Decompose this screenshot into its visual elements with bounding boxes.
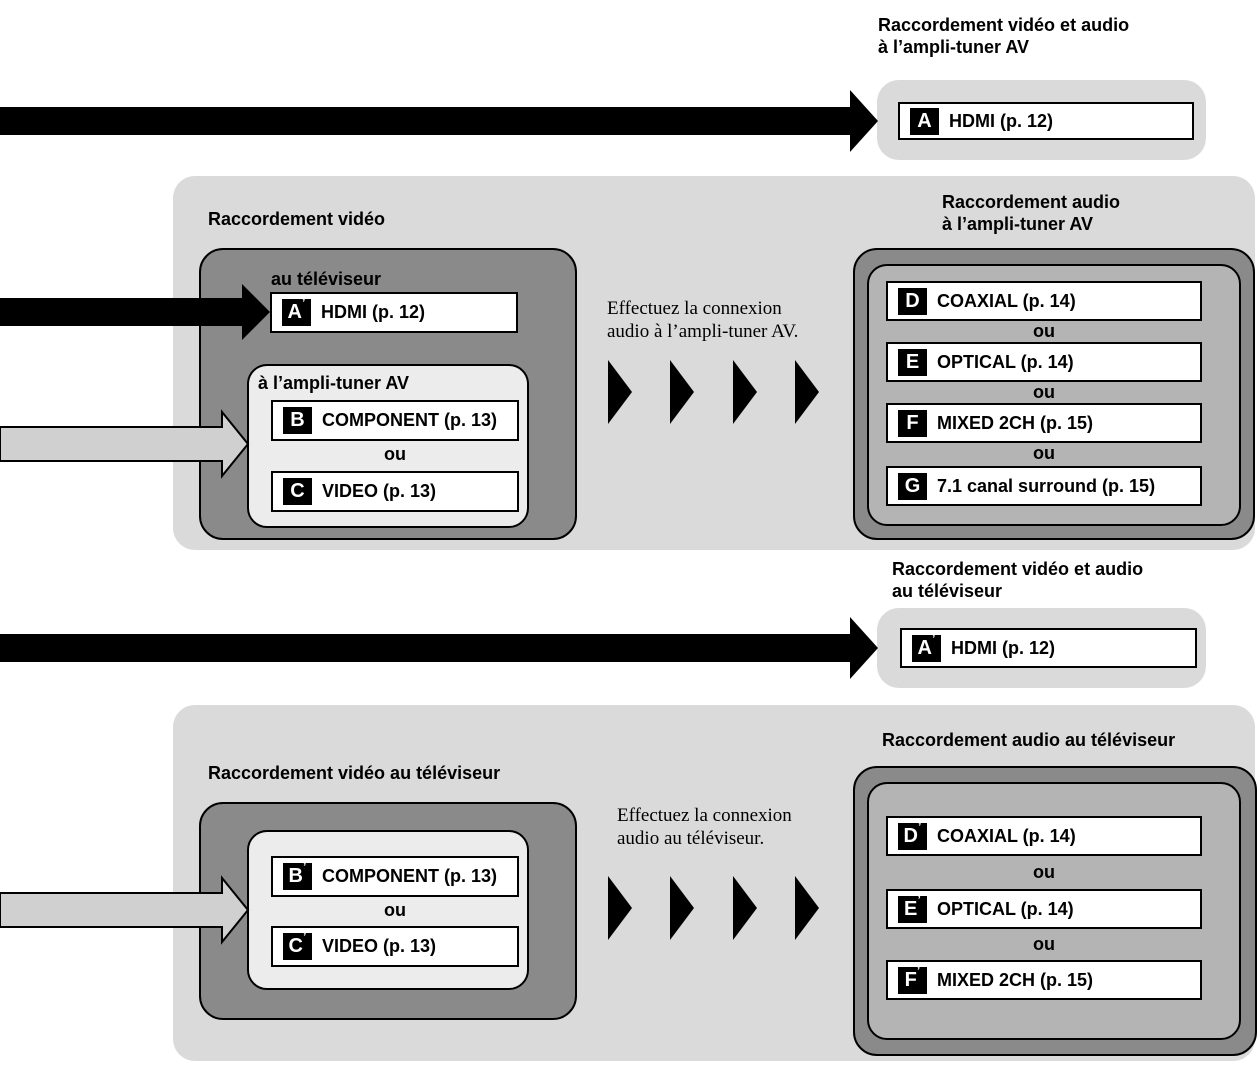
audio-item-coaxial-prime-badge: D’ [898, 820, 927, 850]
audio-ou-3: ou [1033, 443, 1055, 463]
section4-chevron-2 [670, 876, 694, 940]
audio-item-optical-badge: E [898, 348, 927, 376]
section2-note: Effectuez la connexion audio à l’ampli-t… [607, 297, 798, 343]
section2-tv-hdmi-badge: A’ [282, 296, 311, 326]
section2-note-line1: Effectuez la connexion [607, 298, 782, 319]
audio-item-coaxial-prime: D’ COAXIAL (p. 14) [886, 816, 1202, 856]
audio-item-coaxial-badge: D [898, 287, 927, 315]
audio-ou-1: ou [1033, 321, 1055, 341]
section1-heading: Raccordement vidéo et audio à l’ampli-tu… [878, 14, 1129, 58]
section2-video-heading: Raccordement vidéo [208, 209, 386, 229]
audio-item-surround-badge: G [898, 472, 927, 500]
section1-heading-line2: à l’ampli-tuner AV [878, 37, 1030, 57]
section1-hdmi-label: HDMI (p. 12) [949, 110, 1054, 131]
section4-component-box: B’ COMPONENT (p. 13) [271, 856, 519, 897]
section2-tv-hdmi-label: HDMI (p. 12) [321, 302, 426, 322]
section4-chevron-3 [733, 876, 757, 940]
section4-video-badge: C’ [283, 930, 312, 960]
section2-audio-heading: Raccordement audio à l’ampli-tuner AV [942, 191, 1120, 235]
section2-component-badge: B [283, 407, 312, 434]
section2-audio-heading-line2: à l’ampli-tuner AV [942, 214, 1094, 234]
section2-video-box: C VIDEO (p. 13) [271, 471, 519, 512]
audio-item-mixed-prime: F’ MIXED 2CH (p. 15) [886, 960, 1202, 1000]
section4-chevron-4 [795, 876, 819, 940]
section3-hdmi-badge: A’ [912, 632, 941, 662]
section3-heading-line1: Raccordement vidéo et audio [892, 559, 1144, 579]
audio-item-surround: G 7.1 canal surround (p. 15) [886, 466, 1202, 506]
audio-prime-ou-2: ou [1033, 934, 1055, 954]
section3-hdmi-label: HDMI (p. 12) [951, 637, 1056, 658]
section4-note-line2: audio au téléviseur. [617, 828, 765, 849]
section1-hdmi-arrow [0, 90, 878, 152]
section2-component-box: B COMPONENT (p. 13) [271, 400, 519, 441]
section2-chevron-4 [795, 360, 819, 424]
section4-ou: ou [384, 900, 406, 920]
audio-item-optical-label: OPTICAL (p. 14) [937, 351, 1074, 372]
audio-item-coaxial-prime-label: COAXIAL (p. 14) [937, 825, 1076, 846]
section2-ou: ou [384, 444, 406, 464]
section3-hdmi-box: A’ HDMI (p. 12) [900, 628, 1197, 668]
section1-hdmi-box: A HDMI (p. 12) [898, 102, 1194, 140]
section2-component-label: COMPONENT (p. 13) [322, 410, 498, 430]
section4-chevron-1 [608, 876, 632, 940]
section2-chevron-1 [608, 360, 632, 424]
section2-av-label: à l’ampli-tuner AV [258, 373, 410, 393]
section2-tv-hdmi-arrow [0, 284, 270, 340]
section2-note-line2: audio à l’ampli-tuner AV. [607, 321, 799, 342]
section4-video-box: C’ VIDEO (p. 13) [271, 926, 519, 967]
section3-heading: Raccordement vidéo et audio au téléviseu… [892, 558, 1143, 602]
section2-audio-heading-line1: Raccordement audio [942, 192, 1121, 212]
section2-av-outline-arrow [0, 409, 250, 479]
section4-component-badge: B’ [283, 860, 312, 890]
audio-item-optical: E OPTICAL (p. 14) [886, 342, 1202, 382]
audio-item-coaxial: D COAXIAL (p. 14) [886, 281, 1202, 321]
section4-audio-heading: Raccordement audio au téléviseur [882, 730, 1176, 750]
section4-video-label: VIDEO (p. 13) [322, 936, 437, 956]
audio-item-coaxial-label: COAXIAL (p. 14) [937, 290, 1076, 311]
section2-tv-hdmi-box: A’ HDMI (p. 12) [270, 292, 518, 333]
section2-chevron-3 [733, 360, 757, 424]
audio-item-mixed-badge: F [898, 409, 927, 437]
audio-item-surround-label: 7.1 canal surround (p. 15) [937, 475, 1156, 496]
section2-video-label: VIDEO (p. 13) [322, 481, 437, 501]
section1-hdmi-badge: A [910, 107, 939, 135]
audio-ou-2: ou [1033, 382, 1055, 402]
audio-item-optical-prime-badge: E’ [898, 893, 927, 923]
audio-item-mixed-prime-label: MIXED 2CH (p. 15) [937, 969, 1094, 990]
section3-hdmi-arrow [0, 617, 878, 679]
section4-note: Effectuez la connexion audio au télévise… [617, 804, 792, 850]
audio-item-optical-prime: E’ OPTICAL (p. 14) [886, 889, 1202, 929]
section4-outline-arrow [0, 875, 250, 945]
audio-item-mixed: F MIXED 2CH (p. 15) [886, 403, 1202, 443]
section4-component-label: COMPONENT (p. 13) [322, 866, 498, 886]
section2-tv-label: au téléviseur [271, 269, 382, 289]
section4-video-heading: Raccordement vidéo au téléviseur [208, 763, 501, 783]
section3-heading-line2: au téléviseur [892, 581, 1003, 601]
section2-chevron-2 [670, 360, 694, 424]
section1-heading-line1: Raccordement vidéo et audio [878, 15, 1130, 35]
audio-prime-ou-1: ou [1033, 862, 1055, 882]
section4-note-line1: Effectuez la connexion [617, 805, 792, 826]
audio-item-mixed-label: MIXED 2CH (p. 15) [937, 412, 1094, 433]
section2-video-badge: C [283, 478, 312, 505]
audio-item-mixed-prime-badge: F’ [898, 964, 927, 994]
audio-item-optical-prime-label: OPTICAL (p. 14) [937, 898, 1074, 919]
